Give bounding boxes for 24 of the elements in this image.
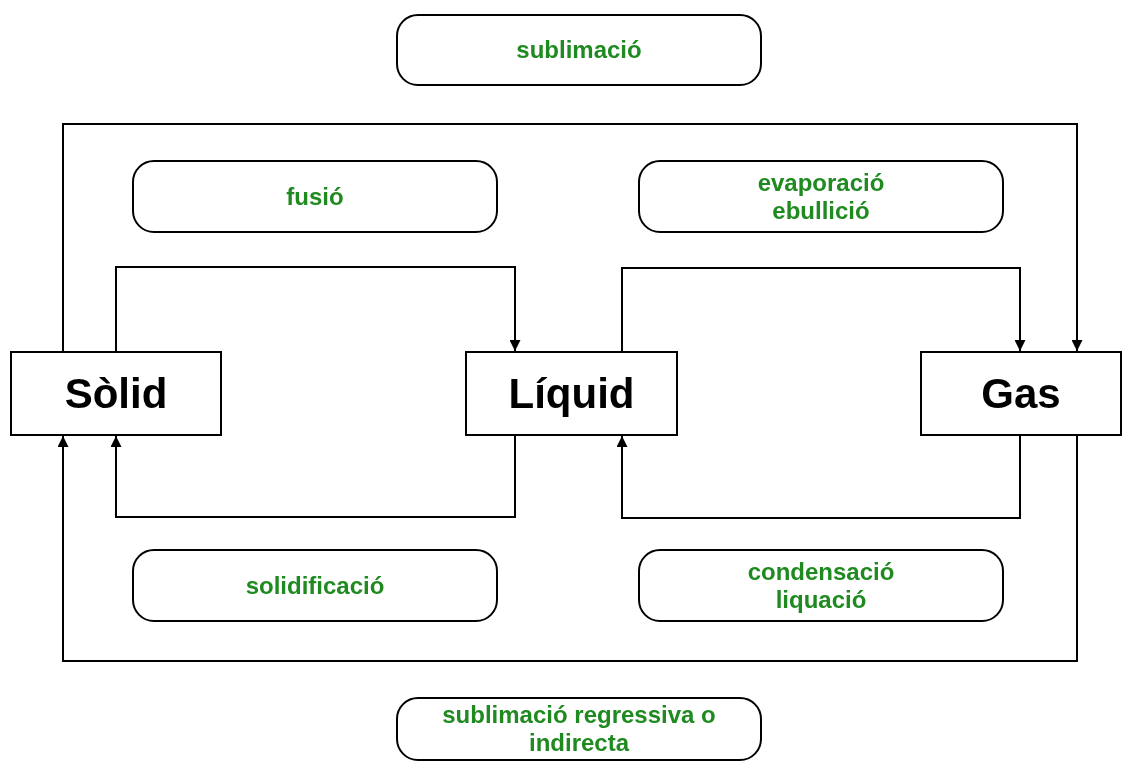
arrow <box>110 435 516 518</box>
state-box <box>10 351 222 436</box>
state-name: Gas <box>981 369 1061 418</box>
state-box <box>465 351 678 436</box>
rounded-label-box <box>638 160 1004 233</box>
arrow <box>621 267 1026 352</box>
process-name: solidificació <box>245 571 385 600</box>
arrow <box>57 435 1078 662</box>
arrow <box>115 266 521 352</box>
arrow <box>616 435 1021 519</box>
process-name: evaporació ebullició <box>756 168 886 225</box>
rounded-label-box <box>132 160 498 233</box>
arrow <box>62 123 1083 352</box>
state-name: Sòlid <box>64 369 168 418</box>
state-name: Líquid <box>508 369 635 418</box>
state-box <box>920 351 1122 436</box>
process-name: sublimació <box>516 36 642 64</box>
rounded-label-box <box>132 549 498 622</box>
process-name: sublimació regressiva o indirecta <box>441 701 717 757</box>
process-name: condensació liquació <box>746 557 896 614</box>
rounded-label-box <box>638 549 1004 622</box>
rounded-label-box <box>396 697 762 761</box>
rounded-label-box <box>396 14 762 86</box>
process-name: fusió <box>286 182 344 211</box>
